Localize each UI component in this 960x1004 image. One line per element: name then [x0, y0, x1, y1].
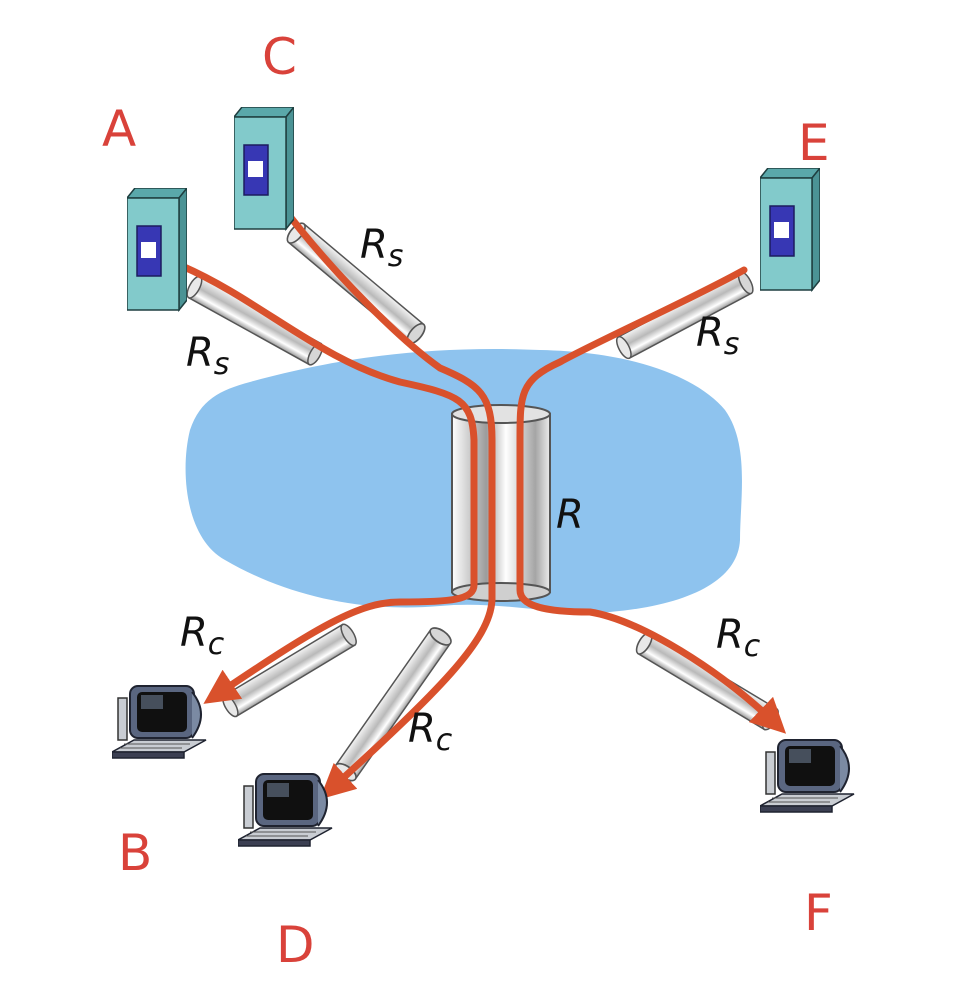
node-label-A: A — [102, 100, 136, 158]
pipe-client-D — [331, 623, 455, 785]
pipe-client-B — [219, 621, 360, 720]
flow-E-to-F — [516, 266, 787, 734]
link-label-server-E: Rs — [696, 310, 739, 362]
flow-A-to-B — [178, 262, 478, 704]
link-label-server-A: Rs — [186, 330, 229, 382]
router-cylinder — [451, 404, 551, 602]
client-icon-D — [238, 773, 333, 847]
node-label-B: B — [118, 824, 152, 882]
node-label-D: D — [276, 916, 315, 974]
link-label-client-B: Rc — [180, 610, 225, 662]
server-icon-A — [127, 188, 187, 311]
client-icon-B — [112, 685, 207, 759]
flow-C-to-D — [278, 202, 496, 800]
node-label-F: F — [804, 884, 833, 942]
link-label-server-C: Rs — [360, 222, 403, 274]
server-icon-E — [760, 168, 820, 291]
link-label-shared: R — [556, 492, 584, 538]
client-icon-F — [760, 739, 855, 813]
node-label-C: C — [262, 28, 297, 86]
link-label-client-F: Rc — [716, 612, 761, 664]
flow-lines — [178, 202, 787, 800]
link-label-client-D: Rc — [408, 706, 453, 758]
server-icon-C — [234, 107, 294, 230]
node-label-E: E — [798, 114, 830, 172]
